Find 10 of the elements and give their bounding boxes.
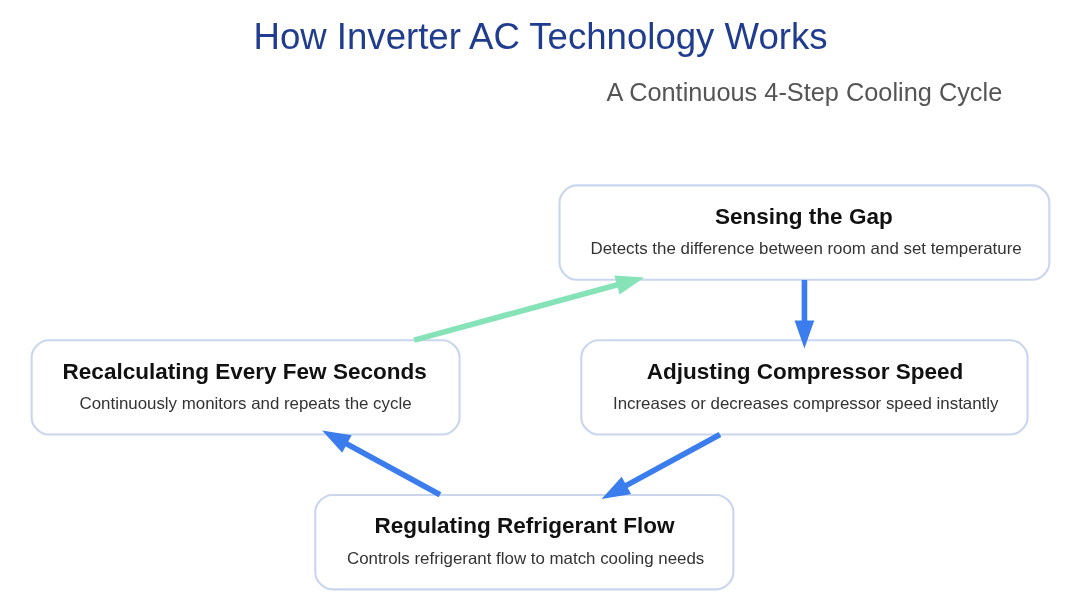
node-box: Sensing the Gap Detects the difference between room and set temperature [557,184,1050,281]
label: A Continuous 4-Step Cooling Cycle [606,78,1002,107]
node-box: Recalculating Every Few Seconds Continuously monitors and repeats the cycle [30,339,461,436]
arrow [412,275,644,343]
arrow [794,279,814,349]
diagram-title: How Inverter AC Technology Works [253,15,827,57]
arrow [601,432,721,499]
node-box: Regulating Refrigerant Flow Controls refrigerant flow to match cooling needs [313,494,734,591]
node-box: Adjusting Compressor Speed Increases or decreases compressor speed instantly [579,339,1029,436]
arrow [321,430,441,498]
